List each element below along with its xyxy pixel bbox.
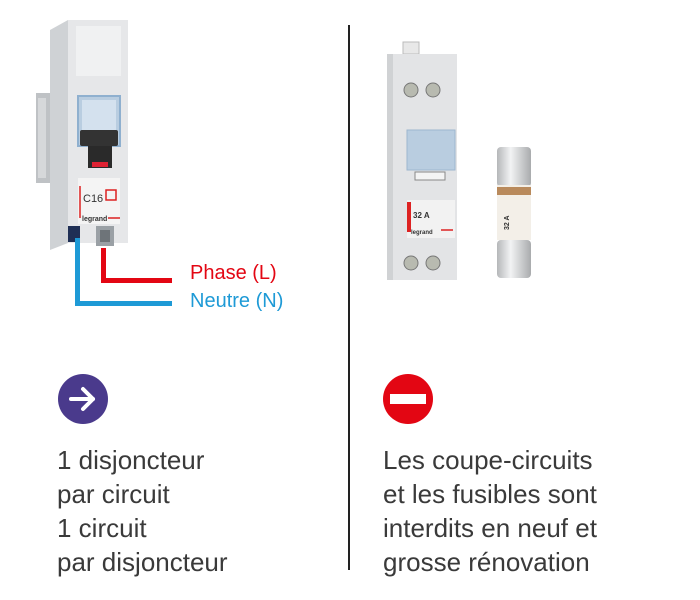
svg-text:32 A: 32 A [413,211,430,220]
right-line-3: interdits en neuf et [383,513,597,543]
neutral-wire-horizontal [75,301,172,306]
fuse-cartridge-image: 32 A [495,145,535,280]
vertical-divider [348,25,350,570]
fuse-holder-image: 32 A legrand [385,40,465,280]
svg-text:legrand: legrand [411,230,433,236]
right-description: Les coupe-circuits et les fusibles sont … [383,443,597,579]
neutral-wire [75,238,80,306]
circuit-breaker-image: C16 legrand [28,18,128,250]
right-line-4: grosse rénovation [383,547,590,577]
svg-text:32 A: 32 A [504,215,511,230]
no-entry-icon [383,374,433,424]
phase-wire-horizontal [101,278,172,283]
phase-label: Phase (L) [190,262,277,284]
arrow-right-icon [58,374,108,424]
right-line-2: et les fusibles sont [383,479,597,509]
left-line-1: 1 disjoncteur [57,445,205,475]
left-description: 1 disjoncteur par circuit 1 circuit par … [57,443,228,579]
left-line-3: 1 circuit [57,513,147,543]
left-line-4: par disjoncteur [57,547,228,577]
right-line-1: Les coupe-circuits [383,445,593,475]
svg-text:legrand: legrand [82,216,107,223]
svg-text:C16: C16 [83,193,103,205]
neutral-label: Neutre (N) [190,290,284,312]
phase-wire [101,248,106,282]
left-line-2: par circuit [57,479,170,509]
